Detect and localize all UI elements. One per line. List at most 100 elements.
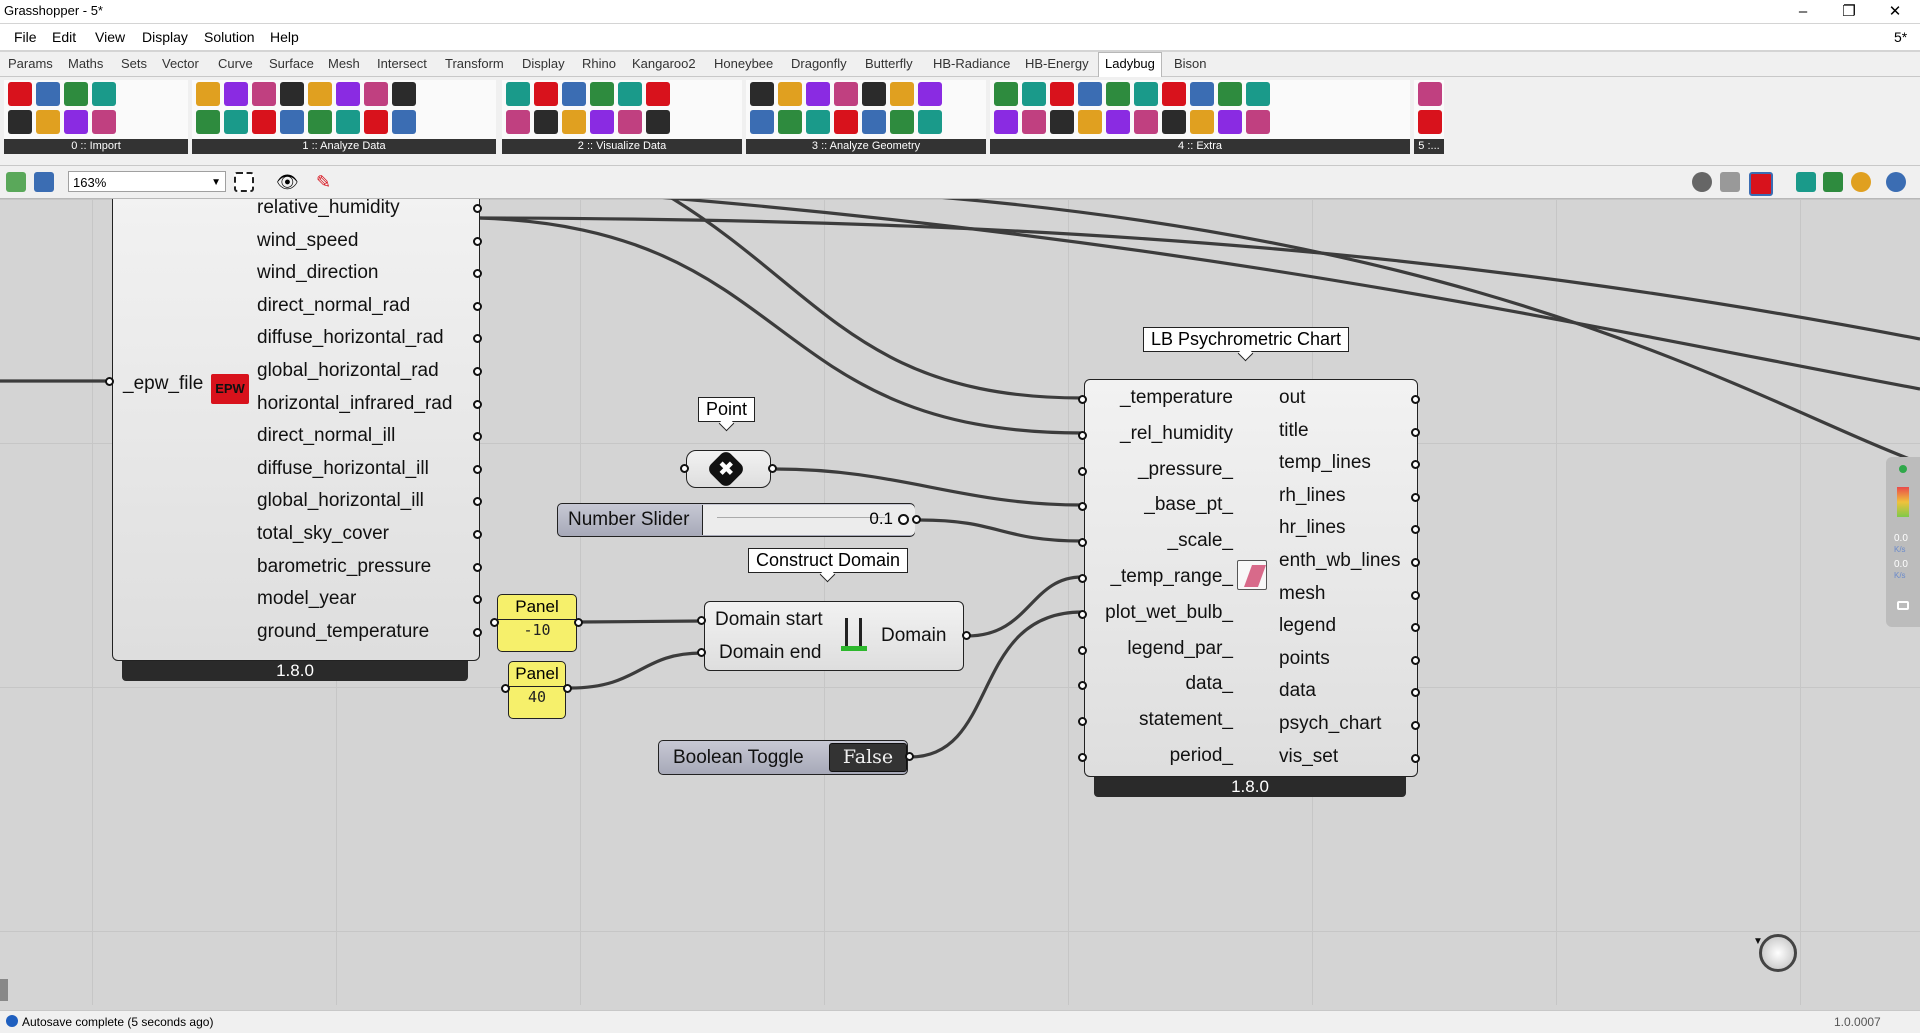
domain-output-pin[interactable] xyxy=(962,631,971,640)
epw-output-pin[interactable] xyxy=(473,269,482,279)
ribbon-tool-icon[interactable] xyxy=(534,110,558,134)
tab-intersect[interactable]: Intersect xyxy=(377,56,427,71)
menu-help[interactable]: Help xyxy=(270,29,299,45)
shaded-sphere-icon[interactable] xyxy=(1851,172,1871,192)
psychrometric-input-pin[interactable] xyxy=(1078,645,1087,655)
psychrometric-output-pin[interactable] xyxy=(1411,623,1420,633)
ribbon-tool-icon[interactable] xyxy=(1246,82,1270,106)
epw-file-input-pin[interactable] xyxy=(105,377,114,386)
epw-output-pin[interactable] xyxy=(473,301,482,311)
ribbon-tool-icon[interactable] xyxy=(1106,82,1130,106)
epw-output-pin[interactable] xyxy=(473,399,482,409)
ribbon-tool-icon[interactable] xyxy=(364,82,388,106)
tab-sets[interactable]: Sets xyxy=(121,56,148,71)
ribbon-tool-icon[interactable] xyxy=(590,110,614,134)
ribbon-tool-icon[interactable] xyxy=(280,82,304,106)
ribbon-tool-icon[interactable] xyxy=(1078,110,1102,134)
ribbon-tool-icon[interactable] xyxy=(308,110,332,134)
ribbon-tool-icon[interactable] xyxy=(280,110,304,134)
panel-end[interactable]: Panel 40 xyxy=(508,661,566,719)
psychrometric-output-pin[interactable] xyxy=(1411,492,1420,502)
tab-butterfly[interactable]: Butterfly xyxy=(865,56,913,71)
display-quality-icon[interactable] xyxy=(1823,172,1843,192)
epw-output-pin[interactable] xyxy=(473,497,482,507)
ribbon-tool-icon[interactable] xyxy=(1162,82,1186,106)
ribbon-tool-icon[interactable] xyxy=(834,82,858,106)
psychrometric-input-pin[interactable] xyxy=(1078,430,1087,440)
toggle-output-pin[interactable] xyxy=(905,752,914,761)
number-slider[interactable]: Number Slider 0.1 xyxy=(557,503,915,537)
ribbon-tool-icon[interactable] xyxy=(506,110,530,134)
preview-wire-icon[interactable] xyxy=(1720,172,1740,192)
ribbon-tool-icon[interactable] xyxy=(1418,110,1442,134)
canvas-globe-icon[interactable] xyxy=(1886,172,1906,192)
tab-rhino[interactable]: Rhino xyxy=(582,56,616,71)
epw-output-pin[interactable] xyxy=(473,627,482,637)
psychrometric-output-pin[interactable] xyxy=(1411,688,1420,698)
point-output-pin[interactable] xyxy=(768,464,777,473)
ribbon-tool-icon[interactable] xyxy=(862,110,886,134)
ribbon-tool-icon[interactable] xyxy=(506,82,530,106)
psychrometric-input-pin[interactable] xyxy=(1078,538,1087,548)
psychrometric-input-pin[interactable] xyxy=(1078,502,1087,512)
close-button[interactable]: ✕ xyxy=(1888,3,1902,20)
tab-surface[interactable]: Surface xyxy=(269,56,314,71)
ribbon-tool-icon[interactable] xyxy=(778,82,802,106)
tab-dragonfly[interactable]: Dragonfly xyxy=(791,56,847,71)
ribbon-tool-icon[interactable] xyxy=(562,110,586,134)
ribbon-tool-icon[interactable] xyxy=(36,82,60,106)
domain-start-pin[interactable] xyxy=(697,616,706,625)
psychrometric-output-pin[interactable] xyxy=(1411,721,1420,730)
ribbon-tool-icon[interactable] xyxy=(224,110,248,134)
ribbon-tool-icon[interactable] xyxy=(224,82,248,106)
ribbon-tool-icon[interactable] xyxy=(8,82,32,106)
psychrometric-output-pin[interactable] xyxy=(1411,460,1420,470)
ribbon-tool-icon[interactable] xyxy=(392,82,416,106)
boolean-toggle[interactable]: Boolean Toggle False xyxy=(658,740,908,775)
slider-output-pin[interactable] xyxy=(912,515,921,524)
ribbon-tool-icon[interactable] xyxy=(196,82,220,106)
psychrometric-output-pin[interactable] xyxy=(1411,590,1420,600)
ribbon-tool-icon[interactable] xyxy=(562,82,586,106)
ribbon-tool-icon[interactable] xyxy=(252,110,276,134)
epw-output-pin[interactable] xyxy=(473,595,482,605)
construct-domain-component[interactable]: Domain start Domain end Domain xyxy=(704,601,964,671)
ribbon-tool-icon[interactable] xyxy=(994,82,1018,106)
tab-display[interactable]: Display xyxy=(522,56,565,71)
ribbon-tool-icon[interactable] xyxy=(534,82,558,106)
ribbon-tool-icon[interactable] xyxy=(1190,82,1214,106)
psychrometric-input-pin[interactable] xyxy=(1078,681,1087,691)
psychrometric-input-pin[interactable] xyxy=(1078,753,1087,762)
psychrometric-chart-component[interactable]: _temperature_rel_humidity_pressure__base… xyxy=(1078,379,1420,777)
panel-start-input-pin[interactable] xyxy=(490,618,499,627)
zoom-extents-icon[interactable] xyxy=(234,172,254,192)
menu-display[interactable]: Display xyxy=(142,29,188,45)
psychrometric-output-pin[interactable] xyxy=(1411,395,1420,404)
toggle-value[interactable]: False xyxy=(829,743,907,772)
tab-kangaroo2[interactable]: Kangaroo2 xyxy=(632,56,696,71)
sketch-pen-icon[interactable]: ✎ xyxy=(316,172,332,192)
tab-ladybug[interactable]: Ladybug xyxy=(1098,52,1162,78)
ribbon-tool-icon[interactable] xyxy=(750,82,774,106)
ribbon-tool-icon[interactable] xyxy=(1078,82,1102,106)
ribbon-tool-icon[interactable] xyxy=(1418,82,1442,106)
ribbon-tool-icon[interactable] xyxy=(1218,82,1242,106)
ribbon-tool-icon[interactable] xyxy=(1106,110,1130,134)
ribbon-tool-icon[interactable] xyxy=(1134,82,1158,106)
mesh-settings-icon[interactable] xyxy=(1796,172,1816,192)
ribbon-tool-icon[interactable] xyxy=(750,110,774,134)
tab-hb-radiance[interactable]: HB-Radiance xyxy=(933,56,1011,71)
preview-eye-icon[interactable]: 👁 xyxy=(276,172,299,192)
ribbon-tool-icon[interactable] xyxy=(92,82,116,106)
ribbon-tool-icon[interactable] xyxy=(196,110,220,134)
psychrometric-output-pin[interactable] xyxy=(1411,558,1420,567)
ribbon-tool-icon[interactable] xyxy=(336,110,360,134)
navigation-compass-icon[interactable] xyxy=(1759,934,1797,972)
scrollbar-handle[interactable] xyxy=(0,979,8,1001)
slider-track[interactable]: 0.1 xyxy=(702,505,915,535)
maximize-button[interactable]: ❐ xyxy=(1842,3,1856,20)
ribbon-tool-icon[interactable] xyxy=(1050,82,1074,106)
ribbon-tool-icon[interactable] xyxy=(1022,82,1046,106)
ribbon-tool-icon[interactable] xyxy=(618,82,642,106)
